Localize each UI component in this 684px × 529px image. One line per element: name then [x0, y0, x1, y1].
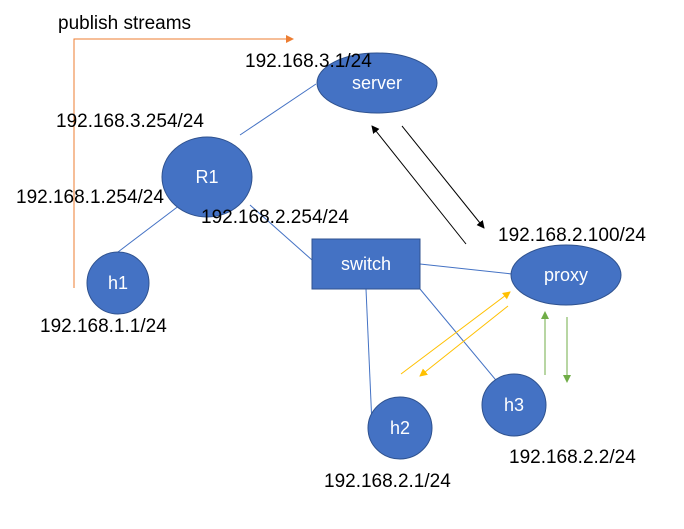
h2-to-proxy-arrow [400, 291, 511, 375]
node-proxy-label: proxy [544, 265, 588, 285]
h3-ip-label: 192.168.2.2/24 [509, 447, 636, 468]
h2-ip-label: 192.168.2.1/24 [324, 471, 451, 492]
node-h1[interactable]: h1 [86, 251, 150, 315]
link-r1-h1 [117, 204, 181, 253]
publish-streams-arrow [73, 35, 294, 288]
publish-streams-label: publish streams [58, 13, 191, 34]
link-switch-proxy [419, 263, 513, 275]
server-ip-label: 192.168.3.1/24 [245, 51, 372, 72]
node-h2[interactable]: h2 [367, 396, 433, 460]
proxy-to-server-arrow [371, 125, 467, 245]
link-switch-h2 [365, 288, 373, 426]
r1-h1-side-ip-label: 192.168.1.254/24 [16, 187, 164, 208]
h1-ip-label: 192.168.1.1/24 [40, 316, 167, 337]
link-r1-server [239, 83, 317, 136]
node-h2-label: h2 [390, 418, 410, 438]
proxy-ip-label: 192.168.2.100/24 [498, 225, 646, 246]
r1-server-side-ip-label: 192.168.3.254/24 [56, 111, 204, 132]
node-r1[interactable]: R1 [161, 136, 253, 218]
node-proxy[interactable]: proxy [510, 244, 622, 306]
r1-switch-side-ip-label: 192.168.2.254/24 [201, 207, 349, 228]
link-switch-h3 [419, 288, 501, 386]
node-h3[interactable]: h3 [481, 373, 547, 437]
node-server[interactable]: server [316, 52, 438, 114]
link-r1-switch [249, 204, 313, 261]
node-switch-label: switch [341, 254, 391, 274]
node-r1-label: R1 [195, 167, 218, 187]
node-h1-label: h1 [108, 273, 128, 293]
node-switch[interactable]: switch [311, 238, 421, 290]
proxy-to-h2-arrow [419, 305, 509, 377]
server-to-proxy-arrow [401, 125, 485, 229]
node-h3-label: h3 [504, 395, 524, 415]
node-server-label: server [352, 73, 402, 93]
